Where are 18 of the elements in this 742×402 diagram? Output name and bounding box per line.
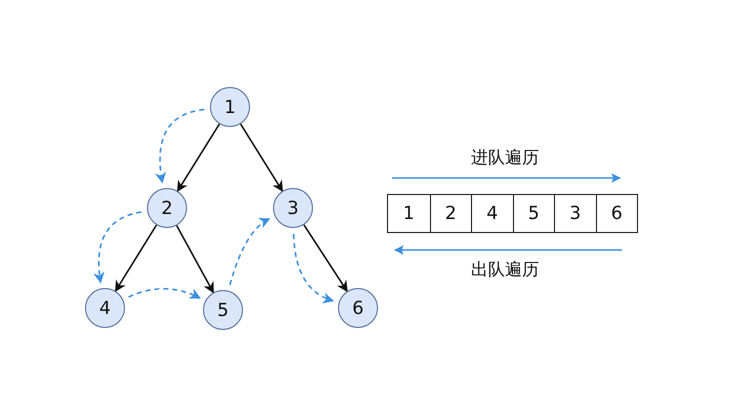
queue-cell: 3 — [554, 195, 596, 232]
arrow — [114, 224, 158, 292]
arrow — [229, 218, 270, 286]
arrow — [176, 225, 214, 294]
arrow — [292, 234, 334, 303]
queue-cell: 5 — [512, 195, 554, 232]
arrow — [176, 124, 220, 192]
queue-cell: 2 — [430, 195, 471, 232]
queue-cell: 6 — [596, 195, 637, 232]
queue-direction-label: 出队遍历 — [470, 259, 540, 282]
queue-cell-text: 1 — [402, 202, 416, 226]
arrow — [128, 288, 201, 299]
arrow — [94, 211, 142, 284]
queue-direction-label: 进队遍历 — [470, 147, 540, 170]
queue-cell: 4 — [471, 195, 512, 232]
arrow — [303, 224, 348, 292]
arrow — [240, 124, 284, 192]
arrow — [155, 108, 204, 184]
